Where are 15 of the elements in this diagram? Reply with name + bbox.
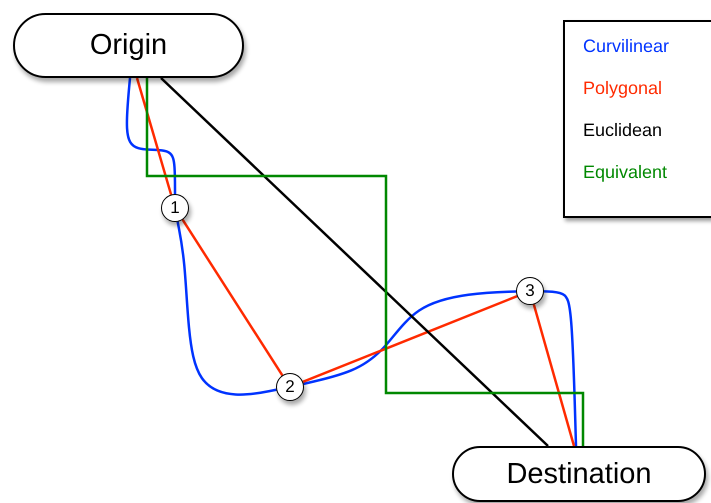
- waypoint-circle: 1: [161, 194, 189, 222]
- curvilinear-path: [544, 290, 578, 446]
- terminal-box: Destination: [452, 446, 706, 502]
- curvilinear-path: [126, 78, 176, 194]
- terminal-box: Origin: [13, 13, 244, 78]
- polygonal-path: [532, 304, 576, 446]
- curvilinear-path: [176, 222, 277, 396]
- legend-entry: Curvilinear: [583, 36, 670, 57]
- waypoint-circle: 3: [516, 277, 544, 305]
- legend-entry: Equivalent: [583, 162, 668, 183]
- waypoint-circle: 2: [276, 373, 304, 401]
- polygonal-path: [182, 219, 284, 376]
- legend-entry: Polygonal: [583, 78, 662, 99]
- polygonal-path: [136, 78, 172, 195]
- legend-entry: Euclidean: [583, 120, 662, 141]
